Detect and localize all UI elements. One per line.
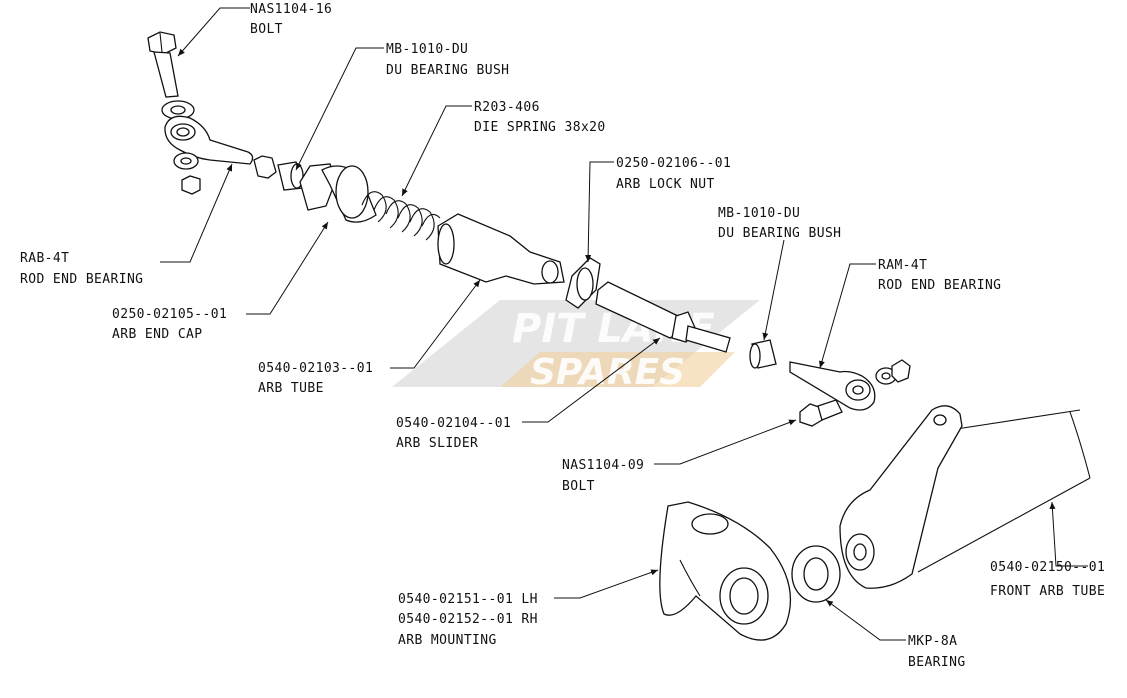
label-0540-02103: 0540-02103--01 ARB TUBE [258, 361, 373, 396]
part-label-text: 0540-02104--01 [396, 416, 511, 431]
part-label-text: DIE SPRING 38x20 [474, 120, 606, 135]
part-label-text: 0540-02151--01 LH [398, 592, 538, 607]
part-label-text: MB-1010-DU [718, 206, 800, 221]
part-labels: NAS1104-16 BOLT MB-1010-DU DU BEARING BU… [20, 2, 1105, 670]
part-label-text: FRONT ARB TUBE [990, 584, 1105, 599]
label-0540-02150: 0540-02150--01 FRONT ARB TUBE [990, 560, 1105, 599]
part-label-text: DU BEARING BUSH [718, 226, 841, 241]
part-label-text: NAS1104-16 [250, 2, 332, 17]
label-arb-mounting: 0540-02151--01 LH 0540-02152--01 RH ARB … [398, 592, 538, 648]
label-r203-406: R203-406 DIE SPRING 38x20 [474, 100, 606, 135]
part-label-text: RAB-4T [20, 251, 69, 266]
part-label-text: ARB END CAP [112, 327, 203, 342]
bearing-mkp [791, 545, 841, 603]
part-label-text: ARB MOUNTING [398, 633, 497, 648]
part-label-text: BOLT [250, 22, 283, 37]
part-label-text: NAS1104-09 [562, 458, 644, 473]
du-bush-left [277, 161, 304, 191]
rod-end-right [789, 361, 876, 411]
part-label-text: 0250-02105--01 [112, 307, 227, 322]
bolt-small [799, 399, 843, 427]
front-arb-tube [839, 405, 1091, 589]
watermark-logo: PIT LANE SPARES [392, 300, 760, 393]
label-mb-1010-du-left: MB-1010-DU DU BEARING BUSH [386, 42, 509, 78]
part-label-text: ARB SLIDER [396, 436, 478, 451]
part-label-text: 0250-02106--01 [616, 156, 731, 171]
arb-mounting [659, 501, 792, 641]
label-nas1104-09: NAS1104-09 BOLT [562, 458, 644, 494]
part-label-text: 0540-02152--01 RH [398, 612, 538, 627]
label-mkp-8a: MKP-8A BEARING [908, 634, 966, 670]
end-cap [299, 163, 377, 223]
bolt-top-left [147, 31, 179, 98]
part-label-text: 0540-02150--01 [990, 560, 1105, 575]
label-mb-1010-du-right: MB-1010-DU DU BEARING BUSH [718, 206, 841, 241]
die-spring [361, 191, 441, 241]
label-0250-02106: 0250-02106--01 ARB LOCK NUT [616, 156, 731, 192]
label-0540-02104: 0540-02104--01 ARB SLIDER [396, 416, 511, 451]
part-label-text: ROD END BEARING [20, 272, 143, 287]
arb-slider [595, 281, 731, 353]
lock-nut [565, 257, 601, 309]
label-rab-4t: RAB-4T ROD END BEARING [20, 251, 143, 287]
part-label-text: MKP-8A [908, 634, 957, 649]
part-label-text: ARB TUBE [258, 381, 324, 396]
arb-tube [437, 213, 565, 285]
leader-lines [160, 7, 1088, 641]
parts-drawing [147, 31, 1091, 641]
du-bush-right [749, 339, 777, 369]
part-label-text: ROD END BEARING [878, 278, 1001, 293]
part-label-text: 0540-02103--01 [258, 361, 373, 376]
part-label-text: ARB LOCK NUT [616, 177, 715, 192]
part-label-text: BOLT [562, 479, 595, 494]
label-ram-4t: RAM-4T ROD END BEARING [878, 258, 1001, 293]
label-nas1104-16: NAS1104-16 BOLT [250, 2, 332, 37]
part-label-text: BEARING [908, 655, 966, 670]
part-label-text: DU BEARING BUSH [386, 63, 509, 78]
label-0250-02105: 0250-02105--01 ARB END CAP [112, 307, 227, 342]
part-label-text: RAM-4T [878, 258, 927, 273]
rod-end-left [164, 115, 254, 165]
watermark-line2: SPARES [530, 352, 685, 393]
part-label-text: R203-406 [474, 100, 540, 115]
part-label-text: MB-1010-DU [386, 42, 468, 57]
